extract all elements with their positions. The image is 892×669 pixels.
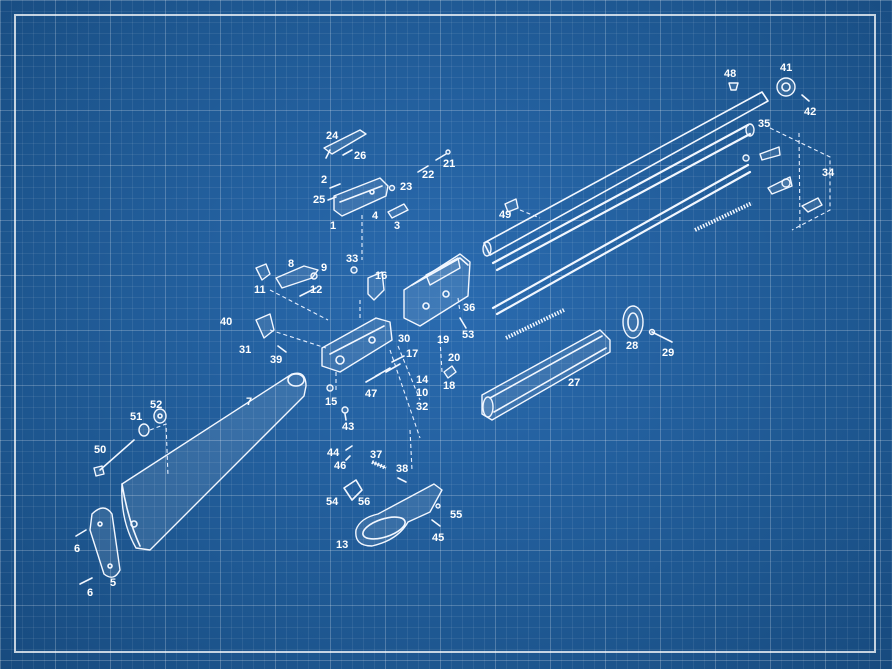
front-sight-parts xyxy=(504,77,810,219)
part-label-10: 10 xyxy=(416,387,428,399)
part-label-5: 5 xyxy=(110,577,116,589)
part-label-33: 33 xyxy=(346,253,358,265)
part-labels: 1 2 3 4 5 6 6 7 8 9 10 11 12 13 14 15 16… xyxy=(74,62,835,599)
part-label-40: 40 xyxy=(220,316,232,328)
part-label-2: 2 xyxy=(321,174,327,186)
part-label-23: 23 xyxy=(400,181,412,193)
part-label-18: 18 xyxy=(443,380,455,392)
part-label-36: 36 xyxy=(463,302,475,314)
drawing-border xyxy=(14,14,876,653)
part-label-38: 38 xyxy=(396,463,408,475)
part-label-19: 19 xyxy=(437,334,449,346)
part-label-21: 21 xyxy=(443,158,455,170)
part-label-13: 13 xyxy=(336,539,348,551)
receiver xyxy=(403,253,471,379)
lever-assembly xyxy=(343,429,443,547)
part-label-44: 44 xyxy=(327,447,340,459)
small-pins xyxy=(326,355,405,421)
part-label-56: 56 xyxy=(358,496,370,508)
part-label-35: 35 xyxy=(758,118,770,130)
part-label-26: 26 xyxy=(354,150,366,162)
part-label-52: 52 xyxy=(150,399,162,411)
part-label-9: 9 xyxy=(321,262,327,274)
barrel-assembly xyxy=(482,91,831,340)
part-label-14: 14 xyxy=(416,374,429,386)
part-label-28: 28 xyxy=(626,340,638,352)
part-label-17: 17 xyxy=(406,348,418,360)
part-label-51: 51 xyxy=(130,411,142,423)
part-label-48: 48 xyxy=(724,68,736,80)
part-label-37: 37 xyxy=(370,449,382,461)
part-label-8: 8 xyxy=(288,258,294,270)
buttstock xyxy=(121,372,307,551)
part-label-32: 32 xyxy=(416,401,428,413)
barrel-band xyxy=(622,305,673,343)
part-label-47: 47 xyxy=(365,388,377,400)
part-label-22: 22 xyxy=(422,169,434,181)
part-label-12: 12 xyxy=(310,284,322,296)
frame-and-links xyxy=(321,266,421,439)
part-label-6a: 6 xyxy=(74,543,80,555)
part-label-25: 25 xyxy=(313,194,325,206)
part-label-27: 27 xyxy=(568,377,580,389)
part-label-53: 53 xyxy=(462,329,474,341)
part-label-41: 41 xyxy=(780,62,792,74)
part-label-54: 54 xyxy=(326,496,339,508)
part-label-43: 43 xyxy=(342,421,354,433)
part-label-39: 39 xyxy=(270,354,282,366)
part-label-3: 3 xyxy=(394,220,400,232)
part-label-42: 42 xyxy=(804,106,816,118)
part-label-55: 55 xyxy=(450,509,462,521)
stock-bolt xyxy=(93,408,167,477)
part-label-45: 45 xyxy=(432,532,444,544)
hammer-group xyxy=(255,263,329,353)
part-label-29: 29 xyxy=(662,347,674,359)
part-label-46: 46 xyxy=(334,460,346,472)
part-label-49: 49 xyxy=(499,209,511,221)
part-label-4: 4 xyxy=(372,210,379,222)
part-label-34: 34 xyxy=(822,167,835,179)
bolt-assembly xyxy=(323,129,451,260)
part-label-24: 24 xyxy=(326,130,339,142)
part-label-11: 11 xyxy=(254,284,266,296)
part-label-15: 15 xyxy=(325,396,337,408)
forend xyxy=(481,329,611,421)
part-label-31: 31 xyxy=(239,344,251,356)
part-label-6b: 6 xyxy=(87,587,93,599)
part-label-30: 30 xyxy=(398,333,410,345)
part-label-1: 1 xyxy=(330,220,336,232)
part-label-20: 20 xyxy=(448,352,460,364)
butt-plate xyxy=(75,507,121,585)
part-label-7: 7 xyxy=(246,396,252,408)
part-label-50: 50 xyxy=(94,444,106,456)
part-label-16: 16 xyxy=(375,270,387,282)
